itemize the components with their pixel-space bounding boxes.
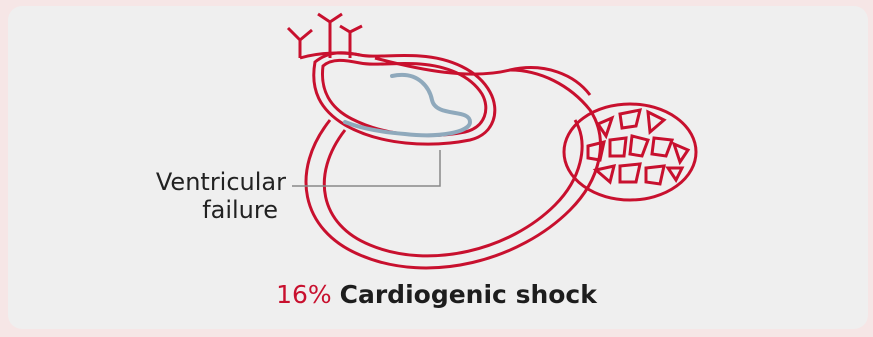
caption: 16% Cardiogenic shock xyxy=(0,280,873,309)
heart-icon xyxy=(288,14,590,144)
ventricular-failure-label: Ventricular failure xyxy=(58,168,286,224)
caption-text: Cardiogenic shock xyxy=(340,280,597,309)
ventricle-outline xyxy=(345,75,470,135)
label-line-2: failure xyxy=(58,196,286,224)
label-line-1: Ventricular xyxy=(58,168,286,196)
caption-percent: 16% xyxy=(276,280,332,309)
peripheral-vessels-icon xyxy=(564,104,696,200)
circulation-loop xyxy=(306,70,600,268)
leader-line xyxy=(292,150,440,186)
